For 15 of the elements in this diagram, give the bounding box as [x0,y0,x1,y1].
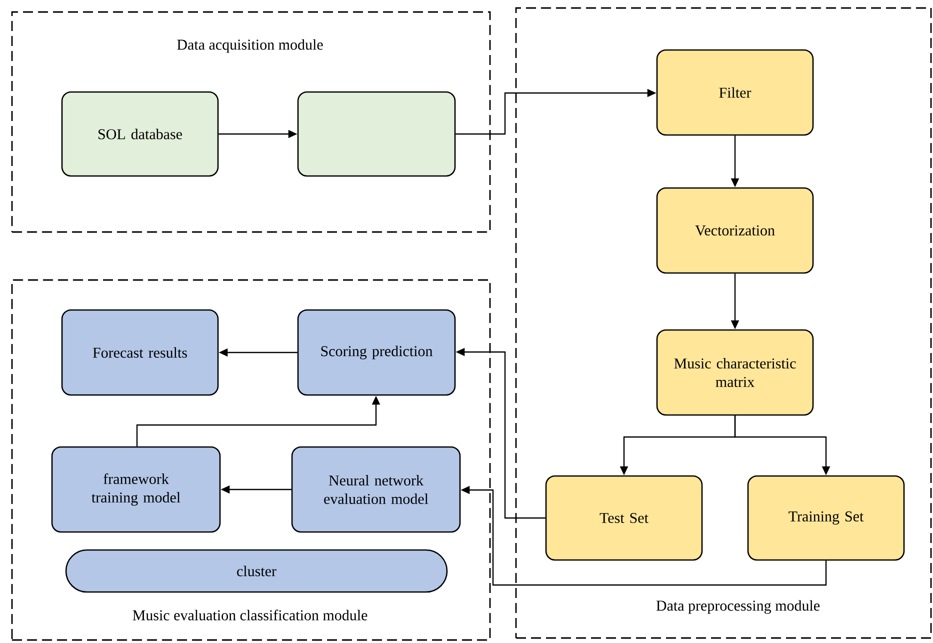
empty-box [297,91,456,177]
process-box: Scoring prediction [297,309,456,396]
process-box: framework training model [51,446,221,533]
process-box: cluster [65,549,448,593]
process-box: Music characteristic matrix [656,329,814,416]
process-box: Test Set [545,475,703,561]
module-heading: Data preprocessing module [656,600,820,614]
process-box: Neural network evaluation model [291,446,461,533]
process-box: Training Set [747,475,905,561]
process-box: Vectorization [656,187,814,274]
process-box: SOL database [61,91,219,177]
process-box: Filter [656,49,814,136]
module-heading: Data acquisition module [177,39,323,53]
process-box: Forecast results [61,309,219,396]
module-heading: Music evaluation classification module [132,610,368,620]
